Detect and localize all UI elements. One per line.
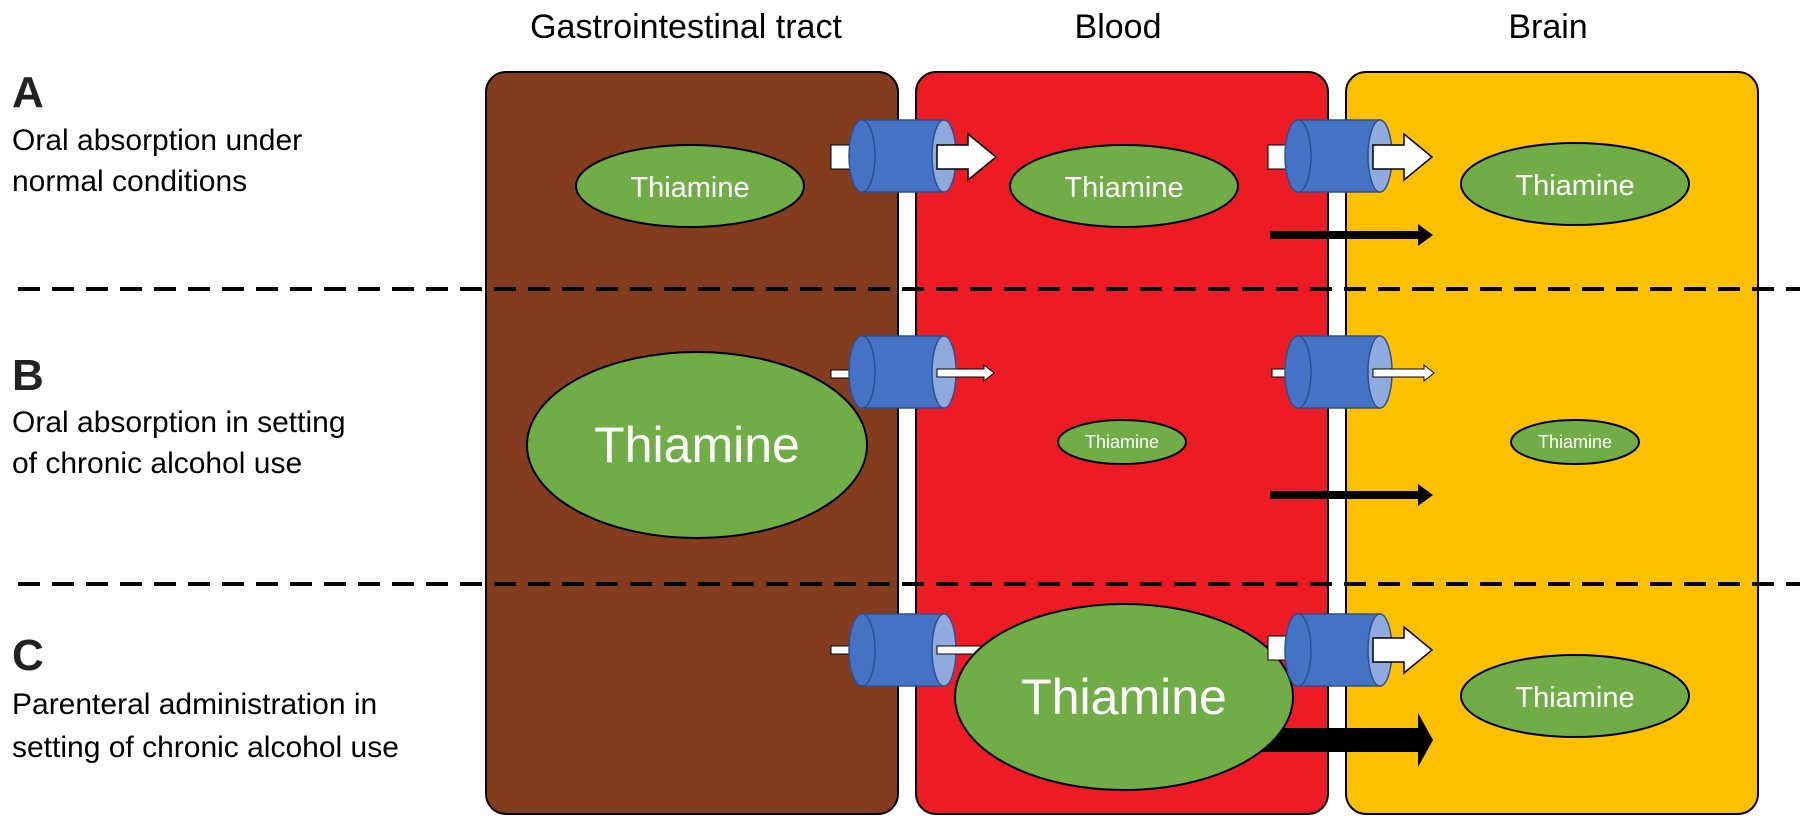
transporter-icon	[1267, 613, 1434, 687]
black-arrow-icon	[1262, 713, 1433, 767]
thiamine-molecule	[526, 351, 868, 539]
column-header-blood: Blood	[1075, 8, 1162, 46]
thiamine-label: Thiamine	[1538, 432, 1612, 452]
white-arrow-icon	[1372, 363, 1435, 383]
column-header-gi: Gastrointestinal tract	[530, 8, 842, 46]
thiamine-molecule	[1009, 144, 1239, 228]
thiamine-label: Thiamine	[1021, 669, 1227, 725]
thiamine-label: Thiamine	[1085, 432, 1159, 452]
row-b-description-line1: Oral absorption in setting	[12, 406, 346, 439]
white-arrow-icon	[1372, 132, 1434, 182]
row-c-letter: C	[12, 631, 44, 680]
thiamine-label: Thiamine	[1064, 172, 1183, 204]
thiamine-molecule	[575, 144, 805, 228]
row-c-description-line2: setting of chronic alcohol use	[12, 731, 399, 764]
row-b-letter: B	[12, 351, 44, 400]
thiamine-label: Thiamine	[1515, 682, 1634, 714]
transporter-icon	[830, 335, 995, 409]
thiamine-molecule	[1510, 419, 1640, 465]
thiamine-molecule	[1460, 654, 1690, 738]
white-arrow-icon	[936, 132, 998, 182]
transporter-icon	[830, 613, 986, 687]
thiamine-molecule	[1057, 419, 1187, 465]
transporter-icon	[830, 119, 998, 193]
thiamine-label: Thiamine	[1515, 170, 1634, 202]
column-header-brain: Brain	[1508, 8, 1587, 46]
thiamine-molecule	[1460, 142, 1690, 226]
thiamine-molecule	[954, 603, 1294, 791]
thiamine-label: Thiamine	[630, 172, 749, 204]
row-b-description-line2: of chronic alcohol use	[12, 447, 302, 480]
white-arrow-icon	[1372, 625, 1434, 675]
thiamine-label: Thiamine	[594, 417, 800, 473]
white-arrow-icon	[936, 363, 995, 383]
row-a-description-line1: Oral absorption under	[12, 124, 302, 157]
row-a-letter: A	[12, 68, 44, 117]
black-arrow-icon	[1270, 224, 1433, 246]
row-a-description-line2: normal conditions	[12, 165, 247, 198]
transporter-icon	[1267, 119, 1434, 193]
transporter-icon	[1271, 335, 1435, 409]
row-c-description-line1: Parenteral administration in	[12, 688, 377, 721]
black-arrow-icon	[1270, 484, 1433, 506]
